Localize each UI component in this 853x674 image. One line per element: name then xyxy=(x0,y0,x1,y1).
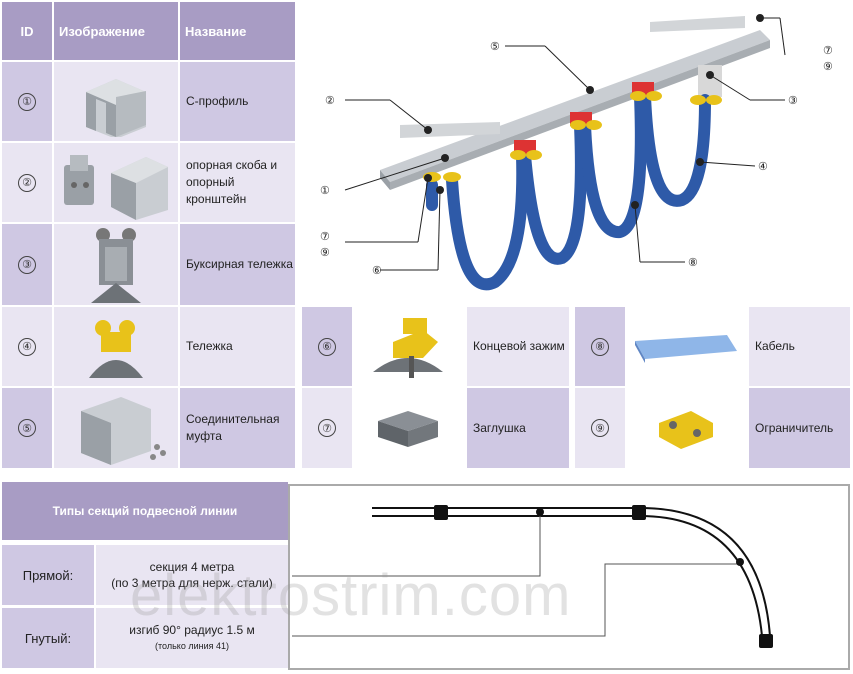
watermark: elektrostrim.com xyxy=(130,563,572,628)
callout-5: ⑤ xyxy=(490,41,500,53)
item-7-num: ⑦ xyxy=(318,419,336,437)
end-cap-icon xyxy=(378,411,438,447)
section-bent-label: Гнутый: xyxy=(2,608,94,668)
callout-8: ⑧ xyxy=(688,257,698,269)
row-4-num: ④ xyxy=(18,337,36,356)
item-9-num: ⑨ xyxy=(591,419,609,437)
item-6-image xyxy=(352,307,464,386)
header-image: Изображение xyxy=(54,2,178,60)
item-8-name: Кабель xyxy=(749,307,850,386)
section-straight-label: Прямой: xyxy=(2,545,94,605)
callout-7b: ⑦ xyxy=(823,45,833,57)
section-straight-text: секция 4 метра xyxy=(149,560,235,574)
item-8-num: ⑧ xyxy=(591,337,609,356)
row-1-id: ① xyxy=(2,62,52,141)
row-5-image xyxy=(54,388,178,468)
row-2-name: опорная скоба и опорный кронштейн xyxy=(180,143,295,222)
item-9-image xyxy=(625,388,747,468)
row-4-image xyxy=(54,307,178,386)
row-2-num: ② xyxy=(18,173,36,192)
row-2-id: ② xyxy=(2,143,52,222)
row-1-num: ① xyxy=(18,92,36,111)
item-8-id: ⑧ xyxy=(575,307,625,386)
bracket-icon xyxy=(64,155,168,220)
row-5-id: ⑤ xyxy=(2,388,52,468)
header-id: ID xyxy=(2,2,52,60)
section-straight-sub: (по 3 метра для нерж. стали) xyxy=(111,576,273,590)
item-6-num: ⑥ xyxy=(318,337,336,356)
limiter-icon xyxy=(659,411,713,449)
header-name: Название xyxy=(180,2,295,60)
end-clamp-icon xyxy=(373,317,443,378)
callout-1: ① xyxy=(320,185,330,197)
flat-cable-icon xyxy=(635,334,737,363)
callout-9a: ⑨ xyxy=(320,247,330,259)
tow-trolley-icon xyxy=(91,227,141,303)
item-9-name: Ограничитель xyxy=(749,388,850,468)
callout-4: ④ xyxy=(758,161,768,173)
callout-9b: ⑨ xyxy=(823,61,833,73)
callout-2: ② xyxy=(325,95,335,107)
section-bent-sub: (только линия 41) xyxy=(155,641,229,651)
item-7-id: ⑦ xyxy=(302,388,352,468)
item-7-name: Заглушка xyxy=(467,388,569,468)
sections-title: Типы секций подвесной линии xyxy=(2,482,288,540)
track-layout-diagram xyxy=(292,505,773,648)
item-7-image xyxy=(352,388,464,468)
row-1-image xyxy=(54,62,178,141)
row-5-num: ⑤ xyxy=(18,419,36,437)
row-3-num: ③ xyxy=(18,255,36,274)
section-straight-desc: секция 4 метра (по 3 метра для нерж. ста… xyxy=(96,545,288,605)
row-4-id: ④ xyxy=(2,307,52,386)
item-9-id: ⑨ xyxy=(575,388,625,468)
row-5-name: Соединительная муфта xyxy=(180,388,295,468)
row-2-image xyxy=(54,143,178,222)
row-3-id: ③ xyxy=(2,224,52,305)
item-6-name: Концевой зажим xyxy=(467,307,569,386)
item-6-id: ⑥ xyxy=(302,307,352,386)
row-3-name: Буксирная тележка xyxy=(180,224,295,305)
section-bent-text: изгиб 90° радиус 1.5 м xyxy=(129,623,255,637)
festoon-system-diagram: ① ② ③ ④ ⑤ ⑥ ⑦ ⑨ ⑦ ⑨ ⑧ xyxy=(320,14,833,291)
callout-7a: ⑦ xyxy=(320,231,330,243)
coupling-icon xyxy=(81,396,166,465)
row-3-image xyxy=(54,224,178,305)
trolley-icon xyxy=(89,319,143,378)
c-profile-icon xyxy=(86,78,146,137)
section-bent-desc: изгиб 90° радиус 1.5 м (только линия 41) xyxy=(96,608,288,668)
item-8-image xyxy=(625,307,747,386)
track-layout-box xyxy=(288,484,850,670)
row-1-name: С-профиль xyxy=(180,62,295,141)
callout-6: ⑥ xyxy=(372,265,382,277)
row-4-name: Тележка xyxy=(180,307,295,386)
callout-3: ③ xyxy=(788,95,798,107)
